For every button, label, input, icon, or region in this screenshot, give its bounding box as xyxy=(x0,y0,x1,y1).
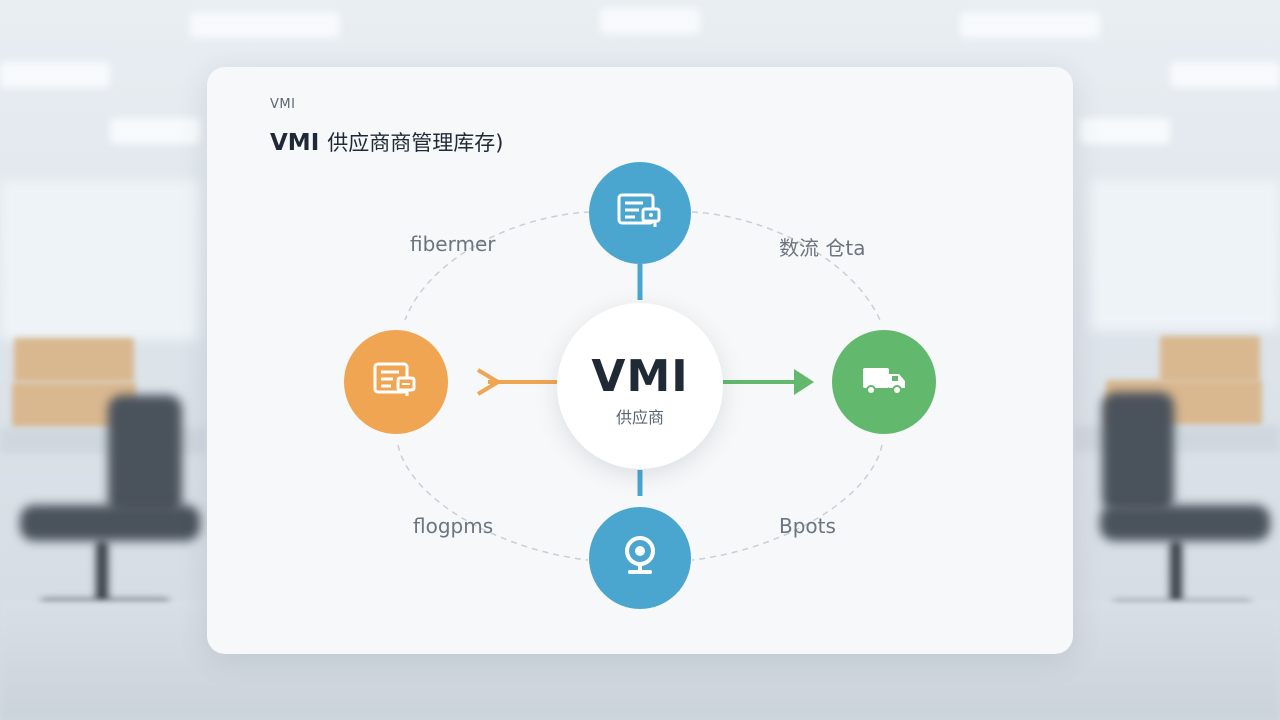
center-title: VMI xyxy=(591,351,689,402)
node-bottom xyxy=(589,507,691,609)
document-icon xyxy=(371,360,421,404)
title-latin: VMI xyxy=(270,130,320,156)
location-pin-icon xyxy=(620,534,660,582)
node-left xyxy=(344,330,448,434)
center-hub: VMI 供应商 xyxy=(557,303,723,469)
orbit-arc-bottom-left xyxy=(397,444,589,561)
node-right xyxy=(832,330,936,434)
label-bottom-left: flogpms xyxy=(413,514,494,538)
arrow-head-right xyxy=(794,369,814,395)
label-top-left: fibermer xyxy=(410,232,496,256)
diagram-title: VMI 供应商商管理库存) xyxy=(270,127,503,157)
arrow-head-left xyxy=(476,368,500,396)
truck-icon xyxy=(859,362,909,402)
document-icon xyxy=(615,191,665,235)
orbit-arc-top-left xyxy=(404,211,591,321)
eyebrow-label: VMI xyxy=(270,97,296,112)
label-top-right: 数流 仓ta xyxy=(779,236,866,260)
orbit-arc-top-right xyxy=(691,211,881,321)
center-subtitle: 供应商 xyxy=(615,408,664,427)
label-bottom-right: Bpots xyxy=(779,514,836,538)
title-cn: 供应商商管理库存) xyxy=(327,131,504,155)
orbit-arc-bottom-right xyxy=(691,444,883,561)
node-top xyxy=(589,162,691,264)
